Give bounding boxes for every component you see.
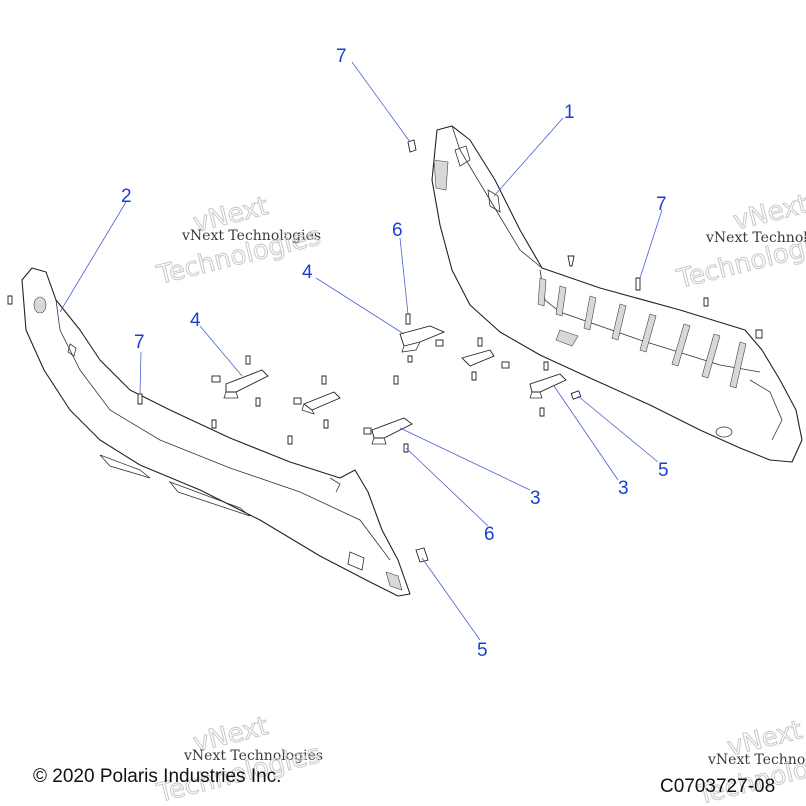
callout-4-left: 4 [190, 310, 201, 331]
callout-4-top: 4 [302, 262, 313, 283]
bracket-3-right [529, 373, 567, 399]
copyright-notice: © 2020 Polaris Industries Inc. [33, 766, 282, 787]
fasteners [7, 139, 763, 453]
panel-ribs [537, 277, 747, 389]
clip-5-right [570, 390, 582, 400]
svg-text:vNext Technologies: vNext Technologies [705, 230, 806, 246]
left-rocker-panel [21, 267, 411, 597]
callout-7-top: 7 [336, 46, 347, 67]
callout-7-right: 7 [656, 194, 667, 215]
clip-small [211, 339, 510, 435]
watermark-upper-left: vNext vNext Technologies Technologies [153, 191, 324, 292]
bracket-4-mid [301, 391, 341, 415]
watermark-upper-right: vNext vNext Technologies Technologies [673, 189, 806, 296]
drawing-number: C0703727-08 [660, 776, 776, 797]
callout-2: 2 [121, 186, 132, 207]
callout-5-right: 5 [658, 460, 669, 481]
svg-text:vNext Technologies: vNext Technologies [181, 228, 321, 244]
bracket-3-center [371, 417, 413, 445]
bracket-4-upper [399, 325, 446, 353]
svg-text:vNext Technologies: vNext Technologies [183, 748, 323, 764]
bracket-center-right [461, 349, 495, 367]
callout-6-bottom: 6 [484, 524, 495, 545]
bracket-4-left [223, 369, 269, 399]
svg-text:vNext Technologies: vNext Technologies [707, 752, 806, 768]
callout-numbers: 7 1 2 7 6 4 4 7 3 3 5 6 5 [121, 46, 669, 661]
callout-7-left: 7 [134, 332, 145, 353]
right-rocker-panel [431, 125, 803, 463]
clip-5-bottom [415, 547, 429, 563]
callout-1: 1 [564, 102, 575, 123]
watermark-lower-left: vNext vNext Technologies Technologies [153, 711, 324, 806]
callout-3-center: 3 [530, 488, 541, 509]
callout-5-bottom: 5 [477, 640, 488, 661]
callout-3-right: 3 [618, 478, 629, 499]
leader-lines [59, 61, 663, 641]
callout-6-top: 6 [392, 220, 403, 241]
